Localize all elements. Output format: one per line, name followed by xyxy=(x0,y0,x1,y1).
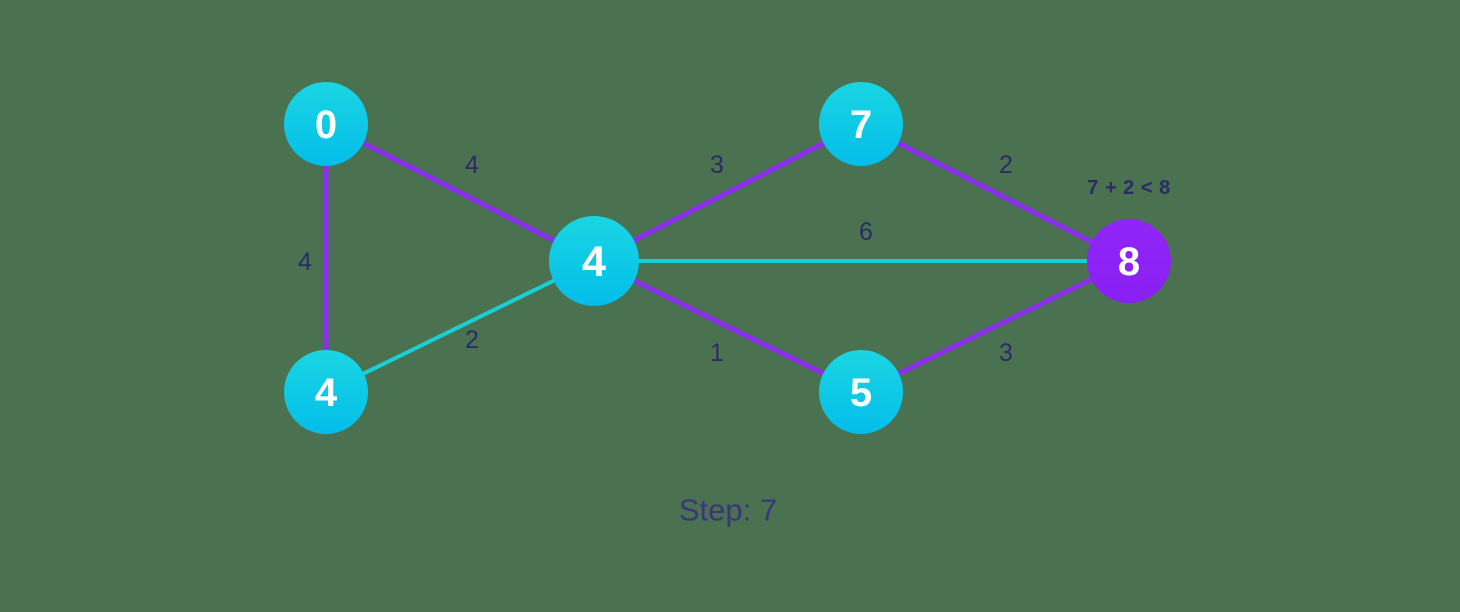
node-circle[interactable] xyxy=(549,216,639,306)
nodes-layer: 0 4 4 7 5 8 xyxy=(284,82,1171,434)
graph-node[interactable]: 4 xyxy=(549,216,639,306)
graph-node[interactable]: 7 xyxy=(819,82,903,166)
edge-weights-layer: 4 4 2 3 6 1 2 3 xyxy=(298,151,1013,367)
node-distance-label: 4 xyxy=(315,371,338,415)
node-distance-label: 4 xyxy=(582,238,606,286)
graph-edge xyxy=(323,121,597,264)
graph-edge xyxy=(324,259,596,394)
edge-weight-label: 6 xyxy=(859,218,873,246)
edge-weight-label: 2 xyxy=(465,326,479,354)
graph-node[interactable]: 8 xyxy=(1087,219,1171,303)
graph-edge xyxy=(591,121,864,264)
relaxation-annotation: 7 + 2 < 8 xyxy=(1087,177,1170,199)
node-circle[interactable] xyxy=(284,82,368,166)
edges-layer xyxy=(323,121,1132,395)
graph-edge xyxy=(591,258,864,395)
node-distance-label: 0 xyxy=(315,103,337,147)
graph-node[interactable]: 0 xyxy=(284,82,368,166)
node-circle-active[interactable] xyxy=(1087,219,1171,303)
node-distance-label: 7 xyxy=(850,103,872,147)
edge-weight-label: 4 xyxy=(465,151,479,179)
node-distance-label: 5 xyxy=(850,371,872,415)
node-circle[interactable] xyxy=(819,82,903,166)
node-distance-label: 8 xyxy=(1118,240,1140,284)
edge-weight-label: 4 xyxy=(298,248,312,276)
edge-weight-label: 1 xyxy=(710,339,724,367)
edge-weight-label: 3 xyxy=(710,151,724,179)
node-circle[interactable] xyxy=(819,350,903,434)
graph-node[interactable]: 4 xyxy=(284,350,368,434)
node-circle[interactable] xyxy=(284,350,368,434)
edge-weight-label: 2 xyxy=(999,151,1013,179)
graph-node[interactable]: 5 xyxy=(819,350,903,434)
step-indicator: Step: 7 xyxy=(679,493,777,528)
graph-edge xyxy=(858,258,1132,395)
graph-edge xyxy=(858,121,1132,264)
annotations-layer: 7 + 2 < 8 xyxy=(1087,177,1170,199)
edge-weight-label: 3 xyxy=(999,339,1013,367)
